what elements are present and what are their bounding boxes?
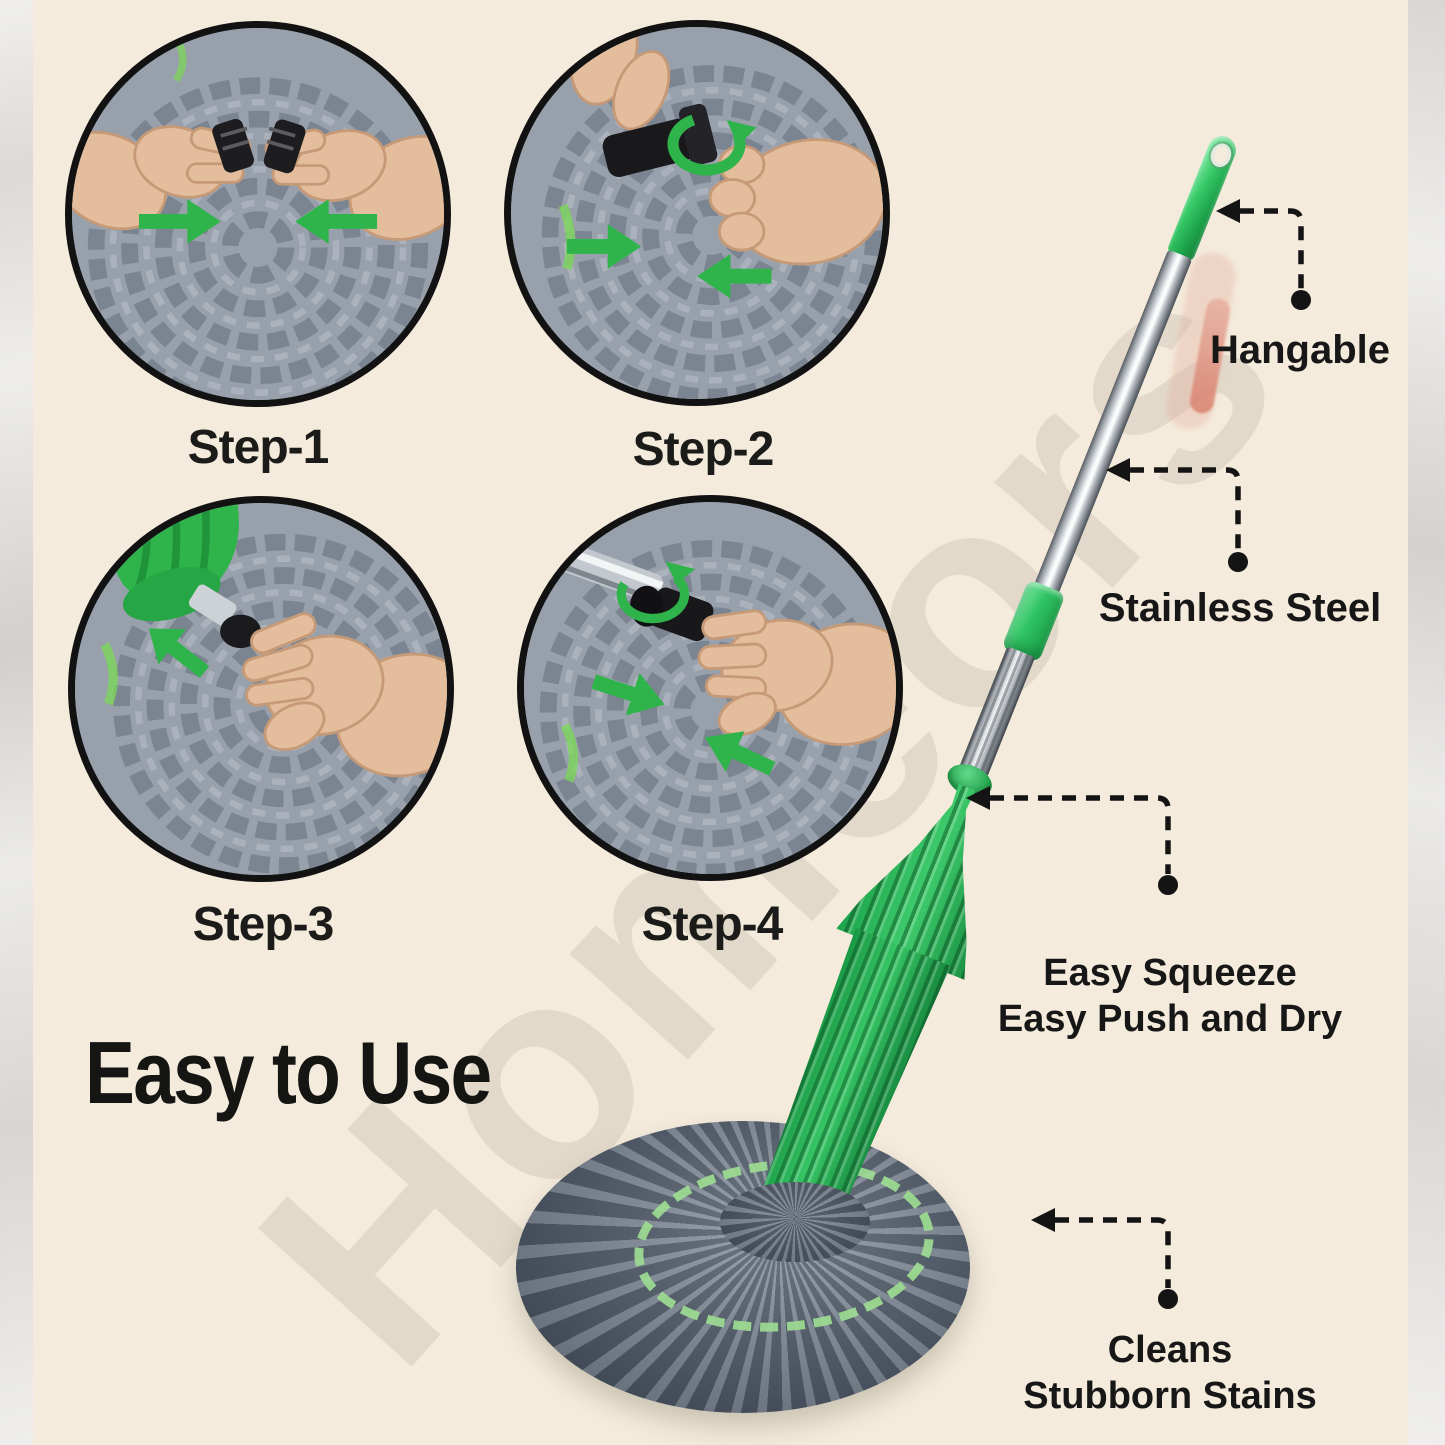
- callout-cleans-stains: Cleans Stubborn Stains: [969, 1327, 1371, 1420]
- step-3-photo: [68, 496, 454, 882]
- mop-grip: [1165, 132, 1241, 264]
- step-4-photo-graphic: [524, 502, 896, 874]
- rope-coil: [87, 77, 429, 400]
- marble-edge-left: [0, 0, 33, 1445]
- callout-squeeze-line2: Easy Push and Dry: [997, 998, 1343, 1041]
- green-rotate-arrow: [667, 114, 746, 176]
- step-4-label: Step-4: [641, 898, 784, 951]
- callout-easy-squeeze: Easy Squeeze Easy Push and Dry: [968, 950, 1372, 1043]
- hands: [697, 609, 896, 747]
- step-4-photo: [517, 495, 903, 881]
- step-1-photo: [65, 21, 451, 407]
- step-2-photo-graphic: [511, 27, 883, 399]
- green-rotate-arrow: [616, 574, 690, 624]
- callout-stainless-steel: Stainless Steel: [1040, 584, 1440, 633]
- green-arrows: [591, 672, 776, 776]
- stainless-steel-pole-lower: [959, 646, 1036, 778]
- step-3-label: Step-3: [192, 898, 335, 951]
- stainless-steel-pole-upper: [1033, 249, 1193, 596]
- page-title: Easy to Use: [85, 1023, 492, 1122]
- step-1-label: Step-1: [187, 421, 330, 474]
- callout-cleans-line2: Stubborn Stains: [1023, 1375, 1317, 1418]
- step-2-label: Step-2: [632, 423, 775, 476]
- callout-stainless-line1: Stainless Steel: [1098, 586, 1382, 630]
- steel-stub: [188, 584, 237, 627]
- callout-hangable: Hangable: [1130, 326, 1445, 375]
- step-3-photo-graphic: [75, 503, 447, 875]
- black-connector: [648, 587, 714, 642]
- step-1-photo-graphic: [72, 28, 444, 400]
- step-2-photo: [504, 20, 890, 406]
- green-arrows: [566, 224, 772, 299]
- callout-cleans-line1: Cleans: [1107, 1329, 1233, 1371]
- hang-hole: [1207, 140, 1235, 171]
- callout-squeeze-line1: Easy Squeeze: [1043, 952, 1297, 994]
- green-arrow: [148, 628, 210, 678]
- mop-head: [516, 1121, 970, 1413]
- cleans-dashed-arrow-icon: [1055, 1217, 1171, 1288]
- mop-fiber-tuft: [720, 1182, 870, 1262]
- callout-hangable-line1: Hangable: [1209, 328, 1391, 372]
- green-arrows: [138, 199, 378, 244]
- marble-edge-right: [1408, 0, 1445, 1445]
